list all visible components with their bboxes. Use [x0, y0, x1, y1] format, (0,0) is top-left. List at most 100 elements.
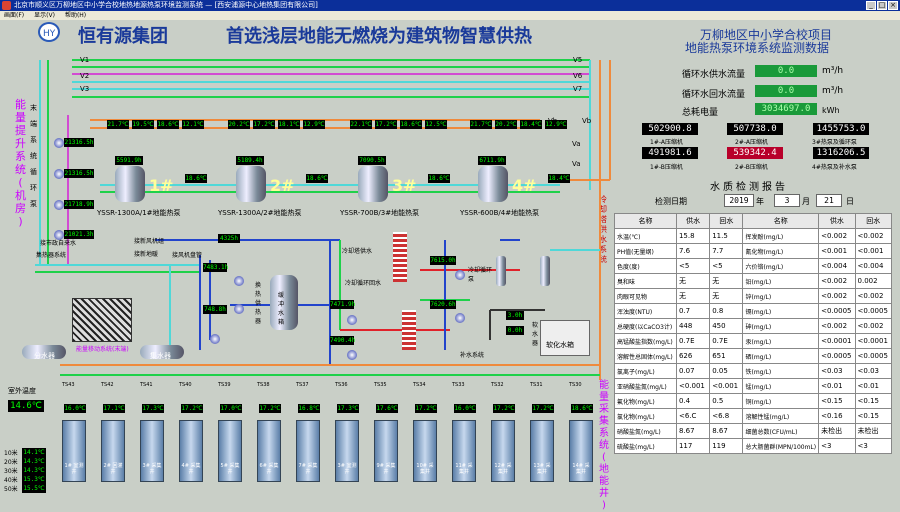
well-icon[interactable]: 11# 采集井 [452, 420, 476, 482]
unit-temp: 19.5℃ [132, 120, 154, 129]
well-label: 2# 回灌井 [103, 463, 123, 475]
pump-icon[interactable] [54, 200, 64, 210]
report-year: 2019 [724, 194, 754, 207]
pump-icon[interactable] [54, 138, 64, 148]
to-pipe-label: 接市政自来水 [40, 240, 77, 247]
well-icon[interactable]: 10# 采集井 [413, 420, 437, 482]
close-button[interactable]: × [888, 1, 898, 10]
minimize-button[interactable]: _ [866, 1, 876, 10]
well-icon[interactable]: 6# 采集井 [257, 420, 281, 482]
valve-v2: V2 [80, 72, 90, 80]
supply-header-tank [22, 345, 66, 359]
report-day-unit: 日 [846, 197, 854, 206]
well-icon[interactable]: 5# 采集井 [218, 420, 242, 482]
pump-icon[interactable] [54, 169, 64, 179]
pump-icon[interactable] [347, 350, 357, 360]
well-temp: 17.2℃ [493, 404, 515, 413]
menu-item-display[interactable]: 显示(V) [34, 12, 55, 19]
pump-icon[interactable] [347, 315, 357, 325]
well-icon[interactable]: 1# 室测井 [62, 420, 86, 482]
return-flow-label: 循环水回水流量 [682, 90, 746, 100]
depth-value: 14.3℃ [22, 457, 46, 466]
well-tag: TS41 [140, 382, 153, 388]
table-cell: 0.07 [675, 363, 711, 379]
valve-v1: V1 [80, 56, 90, 64]
well-tag: TS39 [218, 382, 231, 388]
unit-temp: 21.7℃ [470, 120, 492, 129]
compressor-icon [358, 166, 388, 202]
meter-1b: 491981.6 [642, 147, 698, 159]
table-cell: <6.8 [709, 408, 744, 424]
well-icon[interactable]: 9# 采集井 [374, 420, 398, 482]
table-cell: 651 [709, 348, 744, 364]
menu-item-view[interactable]: 画面(F) [4, 12, 25, 19]
table-cell: 总大肠菌群(MPN/100mL) [742, 438, 820, 454]
report-month-unit: 月 [802, 197, 810, 206]
vertical-char: 升 [15, 137, 26, 150]
well-icon[interactable]: 12# 采集井 [491, 420, 515, 482]
pump-icon[interactable] [54, 230, 64, 240]
table-cell: 氰化物(mg/L) [742, 243, 820, 259]
table-cell: 450 [709, 318, 744, 334]
unit-name: YSSR-1300A/1#地能热泵 [97, 209, 181, 217]
well-icon[interactable]: 3# 室测井 [335, 420, 359, 482]
table-cell: 0.05 [709, 363, 744, 379]
pump-icon[interactable] [210, 334, 220, 344]
well-temp: 17.2℃ [532, 404, 554, 413]
left-pump-hours-1: 21316.5h [64, 138, 94, 147]
table-cell: 溶解性总固体(mg/L) [614, 348, 677, 364]
table-cell: <0.0005 [818, 348, 856, 364]
power-value: 3034697.0 [755, 103, 817, 115]
unit-name: YSSR-1300A/2#地能热泵 [218, 209, 302, 217]
meter-2a: 507738.0 [727, 123, 783, 135]
table-cell: <0.002 [818, 273, 856, 289]
table-cell: <0.001 [818, 243, 856, 259]
well-tag: TS34 [413, 382, 426, 388]
return-header-label: 集水器 [150, 352, 171, 360]
well-icon[interactable]: 2# 回灌井 [101, 420, 125, 482]
well-icon[interactable]: 3# 采集井 [140, 420, 164, 482]
pump-icon[interactable] [234, 304, 244, 314]
well-icon[interactable]: 4# 采集井 [179, 420, 203, 482]
table-cell: <0.15 [854, 393, 893, 409]
vertical-char: 机 [15, 189, 26, 202]
lifting-label: 集热器系统 [36, 252, 67, 259]
depth-label: 10米 [4, 450, 18, 457]
maximize-button[interactable]: □ [877, 1, 887, 10]
well-icon[interactable]: 14# 采集井 [569, 420, 593, 482]
unit-temp: 18.1℃ [278, 120, 300, 129]
soft-tank-label: 软化水箱 [546, 341, 574, 349]
table-cell: 氯离子(mg/L) [614, 363, 677, 379]
well-tag: TS36 [335, 382, 348, 388]
table-cell: 锰(mg/L) [742, 378, 820, 394]
pump-icon[interactable] [455, 313, 465, 323]
monitor-panel: HY 恒有源集团 首选浅层地能无燃烧为建筑物智慧供热 万柳地区中小学合校项目 地… [0, 20, 900, 511]
pump-hours-d: 7620.6h [430, 300, 456, 309]
well-temp: 16.0℃ [454, 404, 476, 413]
table-cell: 色度(度) [614, 258, 677, 274]
valve-v6: V6 [573, 72, 583, 80]
table-cell: 无 [709, 273, 744, 289]
vertical-char: 末 [30, 104, 37, 112]
pump-hours-b: 748.8h [203, 305, 227, 314]
vertical-char: 环 [30, 184, 37, 192]
well-icon[interactable]: 7# 采集井 [296, 420, 320, 482]
cooling-supply-vertical-label: 冷却塔供水系统 [598, 195, 608, 265]
pump-icon[interactable] [234, 276, 244, 286]
well-tag: TS32 [491, 382, 504, 388]
well-icon[interactable]: 13# 采集井 [530, 420, 554, 482]
well-tag: TS30 [569, 382, 582, 388]
well-label: 6# 采集井 [259, 463, 279, 475]
table-cell: <0.03 [854, 363, 893, 379]
table-row: 肉眼可见物无无锌(mg/L)<0.002<0.002 [614, 288, 893, 304]
pump-icon[interactable] [455, 270, 465, 280]
menu-item-help[interactable]: 帮助(H) [64, 12, 87, 19]
